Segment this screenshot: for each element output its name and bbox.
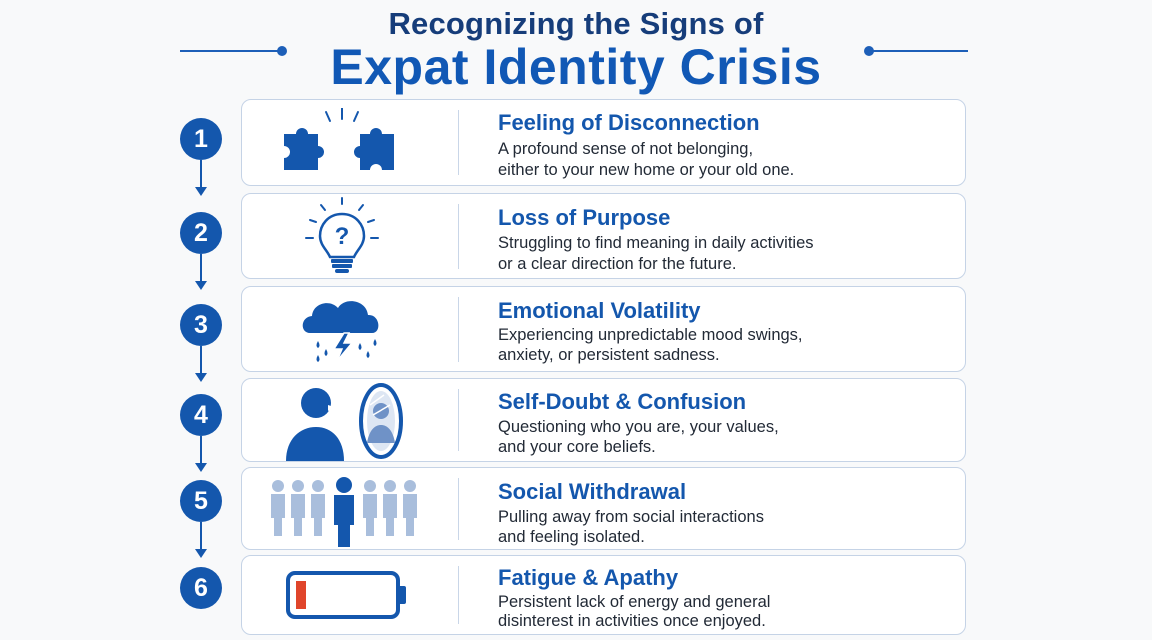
step-number-1: 1 xyxy=(180,118,222,160)
sign-description-line-2: or a clear direction for the future. xyxy=(498,255,737,273)
step-connector xyxy=(200,522,202,550)
arrow-down-icon xyxy=(195,281,207,290)
sign-title: Loss of Purpose xyxy=(498,205,671,230)
left-decorative-dot xyxy=(277,46,287,56)
card-divider xyxy=(458,566,459,624)
left-decorative-line xyxy=(180,50,280,52)
card-divider xyxy=(458,389,459,451)
sign-card-disconnection: Feeling of Disconnection A profound sens… xyxy=(241,99,966,186)
step-number-4: 4 xyxy=(180,394,222,436)
right-decorative-dot xyxy=(864,46,874,56)
low-battery-icon xyxy=(286,571,406,619)
step-connector xyxy=(200,160,202,188)
sign-card-social-withdrawal: Social Withdrawal Pulling away from soci… xyxy=(241,467,966,550)
sign-card-emotional-volatility: Emotional Volatility Experiencing unpred… xyxy=(241,286,966,372)
step-number-3: 3 xyxy=(180,304,222,346)
step-connector xyxy=(200,436,202,464)
svg-text:?: ? xyxy=(335,223,350,250)
storm-cloud-icon xyxy=(302,301,379,362)
title-line-2: Expat Identity Crisis xyxy=(330,39,822,95)
sign-description-line-2: either to your new home or your old one. xyxy=(498,161,795,179)
sign-title: Self-Doubt & Confusion xyxy=(498,389,747,414)
step-number-5: 5 xyxy=(180,480,222,522)
person-mirror-icon xyxy=(286,383,403,461)
sign-title: Fatigue & Apathy xyxy=(498,565,679,590)
sign-description-line-2: disinterest in activities once enjoyed. xyxy=(498,612,766,630)
arrow-down-icon xyxy=(195,463,207,472)
card-divider xyxy=(458,110,459,175)
puzzle-pieces-icon xyxy=(284,108,394,170)
sign-description-line-2: and your core beliefs. xyxy=(498,438,656,456)
sign-title: Emotional Volatility xyxy=(498,298,701,323)
sign-card-self-doubt: Self-Doubt & Confusion Questioning who y… xyxy=(241,378,966,462)
arrow-down-icon xyxy=(195,187,207,196)
title-line-1: Recognizing the Signs of xyxy=(388,6,764,41)
step-connector xyxy=(200,346,202,374)
sign-description-line-1: A profound sense of not belonging, xyxy=(498,140,754,158)
sign-description-line-1: Questioning who you are, your values, xyxy=(498,418,779,436)
lightbulb-question-icon: ? xyxy=(305,197,379,273)
card-divider xyxy=(458,297,459,362)
card-divider xyxy=(458,204,459,269)
card-divider xyxy=(458,478,459,540)
isolated-person-crowd-icon xyxy=(271,477,417,547)
sign-card-loss-of-purpose: ? Loss of Purpose Struggling to find mea… xyxy=(241,193,966,279)
arrow-down-icon xyxy=(195,549,207,558)
sign-card-fatigue: Fatigue & Apathy Persistent lack of ener… xyxy=(241,555,966,635)
sign-title: Social Withdrawal xyxy=(498,479,687,504)
step-number-2: 2 xyxy=(180,212,222,254)
sign-description-line-2: and feeling isolated. xyxy=(498,528,645,546)
sign-description-line-1: Pulling away from social interactions xyxy=(498,508,764,526)
step-number-6: 6 xyxy=(180,567,222,609)
sign-description-line-1: Struggling to find meaning in daily acti… xyxy=(498,234,814,252)
sign-description-line-1: Experiencing unpredictable mood swings, xyxy=(498,326,803,344)
sign-description-line-2: anxiety, or persistent sadness. xyxy=(498,346,720,364)
sign-description-line-1: Persistent lack of energy and general xyxy=(498,593,771,611)
sign-title: Feeling of Disconnection xyxy=(498,110,760,135)
right-decorative-line xyxy=(872,50,968,52)
step-connector xyxy=(200,254,202,282)
arrow-down-icon xyxy=(195,373,207,382)
